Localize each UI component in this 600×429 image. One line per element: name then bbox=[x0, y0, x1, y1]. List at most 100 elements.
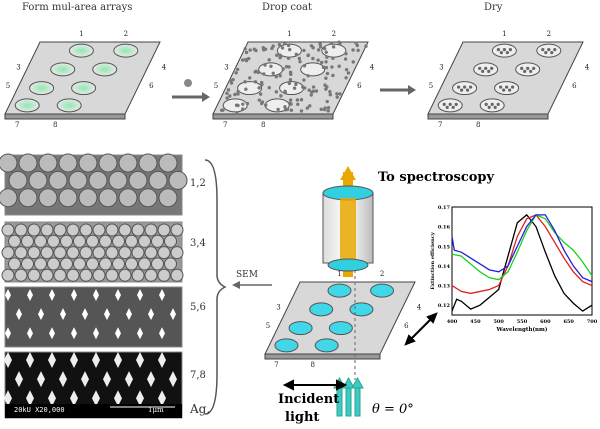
spot-number: 8 bbox=[261, 121, 265, 129]
particle bbox=[274, 90, 279, 94]
particle bbox=[364, 44, 368, 48]
particle bbox=[318, 45, 323, 49]
particle bbox=[502, 48, 506, 52]
series-black bbox=[451, 213, 593, 312]
sem-feature bbox=[138, 153, 158, 173]
sem-feature bbox=[58, 153, 78, 173]
particle bbox=[508, 48, 512, 52]
sem-feature bbox=[148, 170, 168, 190]
spot-2 bbox=[370, 283, 395, 298]
x-tick-label: 600 bbox=[540, 319, 551, 325]
plate-edge bbox=[4, 113, 126, 120]
particle bbox=[324, 76, 328, 80]
sem-feature bbox=[49, 327, 55, 340]
spot-number: 4 bbox=[370, 63, 375, 71]
series-green bbox=[451, 214, 593, 281]
particle bbox=[289, 108, 294, 112]
sem-feature bbox=[92, 223, 106, 237]
spot-5 bbox=[237, 81, 263, 96]
sem-feature bbox=[170, 246, 184, 260]
sem-scale-info: 20kU X20,000 bbox=[14, 406, 65, 414]
y-tick-label: 0.15 bbox=[438, 244, 451, 250]
particle bbox=[288, 47, 292, 52]
brace bbox=[204, 159, 227, 415]
x-tick-label: 550 bbox=[517, 319, 528, 325]
particle bbox=[244, 87, 248, 91]
particle bbox=[324, 87, 328, 91]
sem-feature bbox=[14, 223, 28, 237]
series-red bbox=[451, 214, 593, 295]
sem-image-1 bbox=[0, 153, 188, 216]
spot-number: 8 bbox=[53, 121, 57, 129]
particle bbox=[233, 92, 237, 97]
spot-number: 3 bbox=[439, 63, 443, 71]
particle bbox=[328, 93, 332, 97]
sem-feature bbox=[164, 234, 177, 248]
sem-feature bbox=[8, 234, 21, 248]
sem-feature bbox=[18, 188, 38, 208]
particle bbox=[325, 99, 329, 104]
sem-feature bbox=[81, 371, 89, 388]
y-axis-label: Extinction efficiency bbox=[430, 231, 436, 290]
particle bbox=[248, 76, 252, 80]
particle bbox=[270, 46, 274, 51]
sem-feature bbox=[115, 289, 121, 301]
sem-feature bbox=[4, 390, 12, 407]
particle bbox=[302, 48, 306, 53]
particle bbox=[335, 95, 339, 99]
sem-feature bbox=[114, 390, 122, 407]
particle bbox=[454, 102, 458, 106]
spot-number: 5 bbox=[6, 82, 10, 90]
sem-feature bbox=[93, 289, 99, 301]
particle bbox=[337, 64, 341, 68]
particle bbox=[321, 65, 326, 70]
particle bbox=[490, 102, 494, 106]
particle bbox=[484, 66, 488, 70]
sem-feature bbox=[114, 352, 122, 368]
sem-feature bbox=[93, 327, 99, 340]
sem-feature bbox=[92, 352, 100, 368]
spot-number: 1 bbox=[79, 30, 83, 38]
sem-feature bbox=[157, 268, 171, 282]
particle bbox=[311, 85, 316, 89]
particle bbox=[278, 74, 282, 78]
particle bbox=[316, 58, 320, 62]
sem-feature bbox=[66, 246, 80, 260]
particle bbox=[245, 101, 250, 106]
particle bbox=[257, 86, 261, 90]
particle bbox=[298, 59, 302, 64]
particle bbox=[260, 82, 264, 87]
particle bbox=[267, 85, 271, 90]
step-title-dry: Dry bbox=[484, 2, 503, 13]
spot-number: 2 bbox=[332, 30, 336, 38]
particle bbox=[302, 64, 307, 68]
particle bbox=[276, 107, 280, 112]
sem-feature bbox=[60, 234, 73, 248]
sem-feature bbox=[4, 352, 12, 368]
sem-feature bbox=[136, 352, 144, 368]
x-tick-label: 400 bbox=[447, 319, 458, 325]
particle bbox=[257, 98, 262, 102]
sem-feature bbox=[98, 153, 118, 173]
particle bbox=[346, 71, 351, 75]
particle bbox=[299, 98, 304, 102]
particle bbox=[248, 48, 252, 52]
particle bbox=[344, 76, 348, 80]
sem-feature bbox=[70, 352, 78, 368]
particle bbox=[544, 51, 548, 55]
spot-8 bbox=[56, 98, 82, 113]
particle bbox=[324, 50, 328, 54]
particle bbox=[337, 40, 341, 44]
particle bbox=[294, 82, 298, 87]
particle bbox=[277, 43, 282, 47]
particle bbox=[448, 102, 452, 106]
spot-number: 7 bbox=[274, 361, 278, 369]
particle bbox=[484, 102, 488, 106]
sem-label-3-4: 3,4 bbox=[190, 238, 206, 249]
spot-number: 7 bbox=[223, 121, 227, 129]
process-arrow-2 bbox=[380, 85, 416, 95]
sem-feature bbox=[118, 268, 132, 282]
sem-feature bbox=[79, 268, 93, 282]
